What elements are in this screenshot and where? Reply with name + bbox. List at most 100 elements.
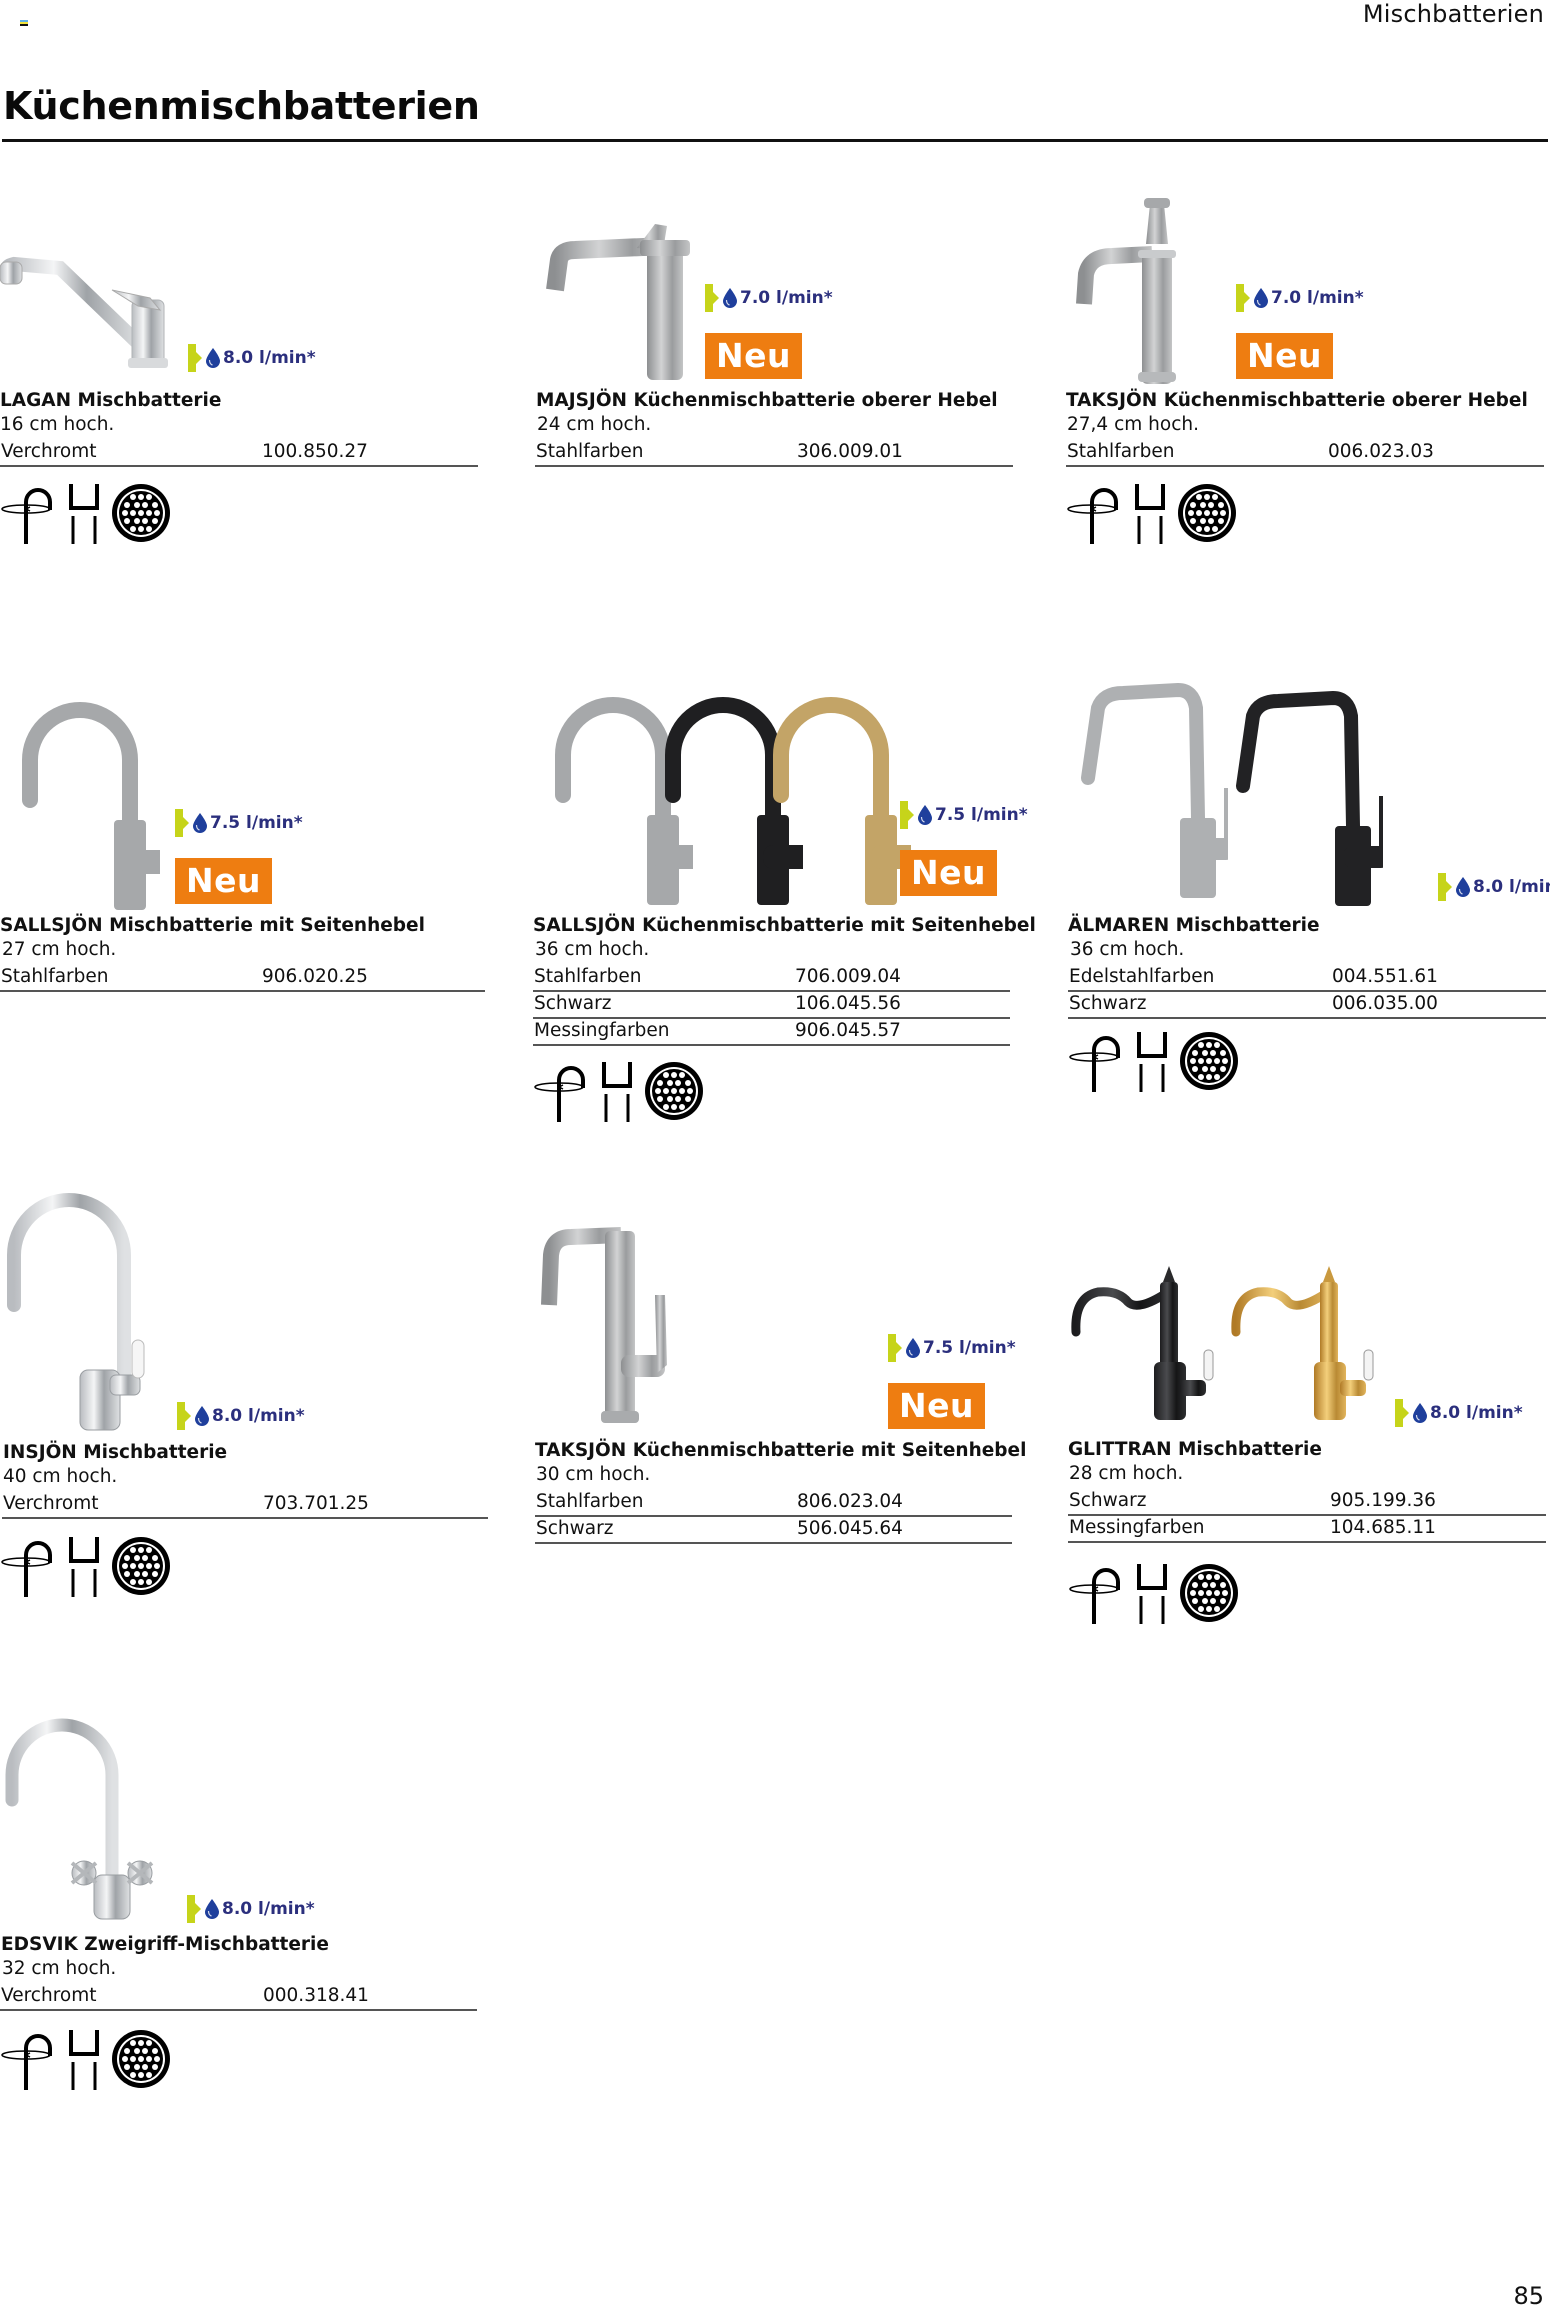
page-title: Küchenmischbatterien	[3, 84, 480, 128]
flow-rate-label: 8.0 l/min*	[188, 343, 316, 373]
variant-table: Verchromt 000.318.41	[0, 1984, 477, 2011]
variant-row: Schwarz 006.035.00	[1068, 992, 1546, 1019]
product-height: 28 cm hoch.	[1069, 1463, 1184, 1484]
faucet-image-taksjoen-seitenhebel	[541, 1227, 667, 1423]
product-height: 27,4 cm hoch.	[1067, 414, 1199, 435]
flow-rate-label: 8.0 l/min*	[187, 1894, 315, 1924]
variant-row: Messingfarben 906.045.57	[533, 1019, 1010, 1046]
new-badge: Neu	[175, 858, 272, 904]
aerator-strainer-icon	[110, 2028, 172, 2090]
feature-icons	[1068, 1562, 1240, 1624]
aerator-strainer-icon	[110, 1535, 172, 1597]
product-name: GLITTRAN Mischbatterie	[1068, 1439, 1322, 1460]
water-drop-icon	[206, 348, 220, 368]
flow-rate-label: 7.0 l/min*	[705, 283, 833, 313]
printer-registration-mark	[20, 20, 28, 26]
water-drop-icon	[195, 1406, 209, 1426]
product-name: MAJSJÖN Küchenmischbatterie oberer Hebel	[536, 390, 998, 411]
product-name: EDSVIK Zweigriff-Mischbatterie	[1, 1934, 329, 1955]
variant-row: Schwarz 905.199.36	[1068, 1489, 1546, 1516]
water-drop-icon	[918, 805, 932, 825]
feature-icons	[1066, 482, 1238, 544]
variant-table: Stahlfarben 006.023.03	[1066, 440, 1544, 467]
variant-table: Edelstahlfarben 004.551.61 Schwarz 006.0…	[1068, 965, 1546, 1019]
new-badge: Neu	[1236, 333, 1333, 379]
swivel-spout-icon	[1068, 1030, 1126, 1092]
water-drop-icon	[1456, 877, 1470, 897]
sink-mount-icon	[601, 1060, 633, 1122]
product-height: 36 cm hoch.	[1070, 939, 1185, 960]
product-height: 40 cm hoch.	[3, 1466, 118, 1487]
water-drop-icon	[205, 1899, 219, 1919]
product-height: 16 cm hoch.	[0, 414, 115, 435]
feature-icons	[0, 2028, 172, 2090]
variant-table: Verchromt 703.701.25	[2, 1492, 488, 1519]
feature-icons	[533, 1060, 705, 1122]
sink-mount-icon	[1136, 1562, 1168, 1624]
eco-chevron-icon	[705, 284, 719, 312]
variant-row: Stahlfarben 706.009.04	[533, 965, 1010, 992]
faucet-image-majsjoen	[546, 224, 690, 380]
variant-table: Schwarz 905.199.36 Messingfarben 104.685…	[1068, 1489, 1546, 1543]
product-name: ÄLMAREN Mischbatterie	[1068, 915, 1320, 936]
faucet-image-sallsjoen-messing	[751, 685, 911, 905]
eco-chevron-icon	[1438, 873, 1452, 901]
swivel-spout-icon	[0, 2028, 58, 2090]
feature-icons	[1068, 1030, 1240, 1092]
swivel-spout-icon	[533, 1060, 591, 1122]
eco-chevron-icon	[175, 809, 189, 837]
feature-icons	[0, 1535, 172, 1597]
swivel-spout-icon	[1066, 482, 1124, 544]
variant-row: Stahlfarben 006.023.03	[1066, 440, 1544, 467]
swivel-spout-icon	[0, 482, 58, 544]
variant-row: Messingfarben 104.685.11	[1068, 1516, 1546, 1543]
variant-table: Stahlfarben 906.020.25	[0, 965, 485, 992]
sink-mount-icon	[1134, 482, 1166, 544]
variant-row: Stahlfarben 306.009.01	[535, 440, 1013, 467]
variant-row: Verchromt 100.850.27	[0, 440, 478, 467]
flow-rate-label: 7.5 l/min*	[175, 808, 303, 838]
sink-mount-icon	[68, 2028, 100, 2090]
eco-chevron-icon	[188, 344, 202, 372]
eco-chevron-icon	[900, 801, 914, 829]
sink-mount-icon	[1136, 1030, 1168, 1092]
aerator-strainer-icon	[1178, 1030, 1240, 1092]
product-name: TAKSJÖN Küchenmischbatterie mit Seitenhe…	[535, 1440, 1027, 1461]
page-number: 85	[1513, 2282, 1544, 2310]
product-name: TAKSJÖN Küchenmischbatterie oberer Hebel	[1066, 390, 1528, 411]
faucet-image-aelmaren-edelstahl	[1068, 678, 1228, 898]
variant-table: Stahlfarben 806.023.04 Schwarz 506.045.6…	[535, 1490, 1012, 1544]
eco-chevron-icon	[187, 1895, 201, 1923]
sink-mount-icon	[68, 482, 100, 544]
faucet-image-lagan	[0, 256, 168, 368]
product-height: 30 cm hoch.	[536, 1464, 651, 1485]
new-badge: Neu	[705, 333, 802, 379]
variant-row: Stahlfarben 906.020.25	[0, 965, 485, 992]
variant-table: Stahlfarben 706.009.04 Schwarz 106.045.5…	[533, 965, 1010, 1046]
eco-chevron-icon	[1395, 1399, 1409, 1427]
new-badge: Neu	[900, 850, 997, 896]
variant-row: Verchromt 000.318.41	[0, 1984, 477, 2011]
water-drop-icon	[1254, 288, 1268, 308]
variant-row: Schwarz 506.045.64	[535, 1517, 1012, 1544]
feature-icons	[0, 482, 172, 544]
water-drop-icon	[1413, 1403, 1427, 1423]
flow-rate-label: 8.0 l/min*	[1438, 872, 1550, 902]
section-label: Mischbatterien	[1362, 0, 1544, 28]
eco-chevron-icon	[1236, 284, 1250, 312]
faucet-image-insjoen	[6, 1193, 145, 1431]
variant-table: Verchromt 100.850.27	[0, 440, 478, 467]
faucet-image-glittran-messing	[1231, 1266, 1374, 1420]
variant-row: Schwarz 106.045.56	[533, 992, 1010, 1019]
faucet-image-edsvik	[5, 1718, 154, 1920]
water-drop-icon	[723, 288, 737, 308]
flow-rate-label: 7.5 l/min*	[888, 1333, 1016, 1363]
water-drop-icon	[906, 1338, 920, 1358]
new-badge: Neu	[888, 1383, 985, 1429]
faucet-image-glittran-schwarz	[1071, 1266, 1214, 1420]
eco-chevron-icon	[177, 1402, 191, 1430]
eco-chevron-icon	[888, 1334, 902, 1362]
swivel-spout-icon	[1068, 1562, 1126, 1624]
aerator-strainer-icon	[110, 482, 172, 544]
flow-rate-label: 7.0 l/min*	[1236, 283, 1364, 313]
